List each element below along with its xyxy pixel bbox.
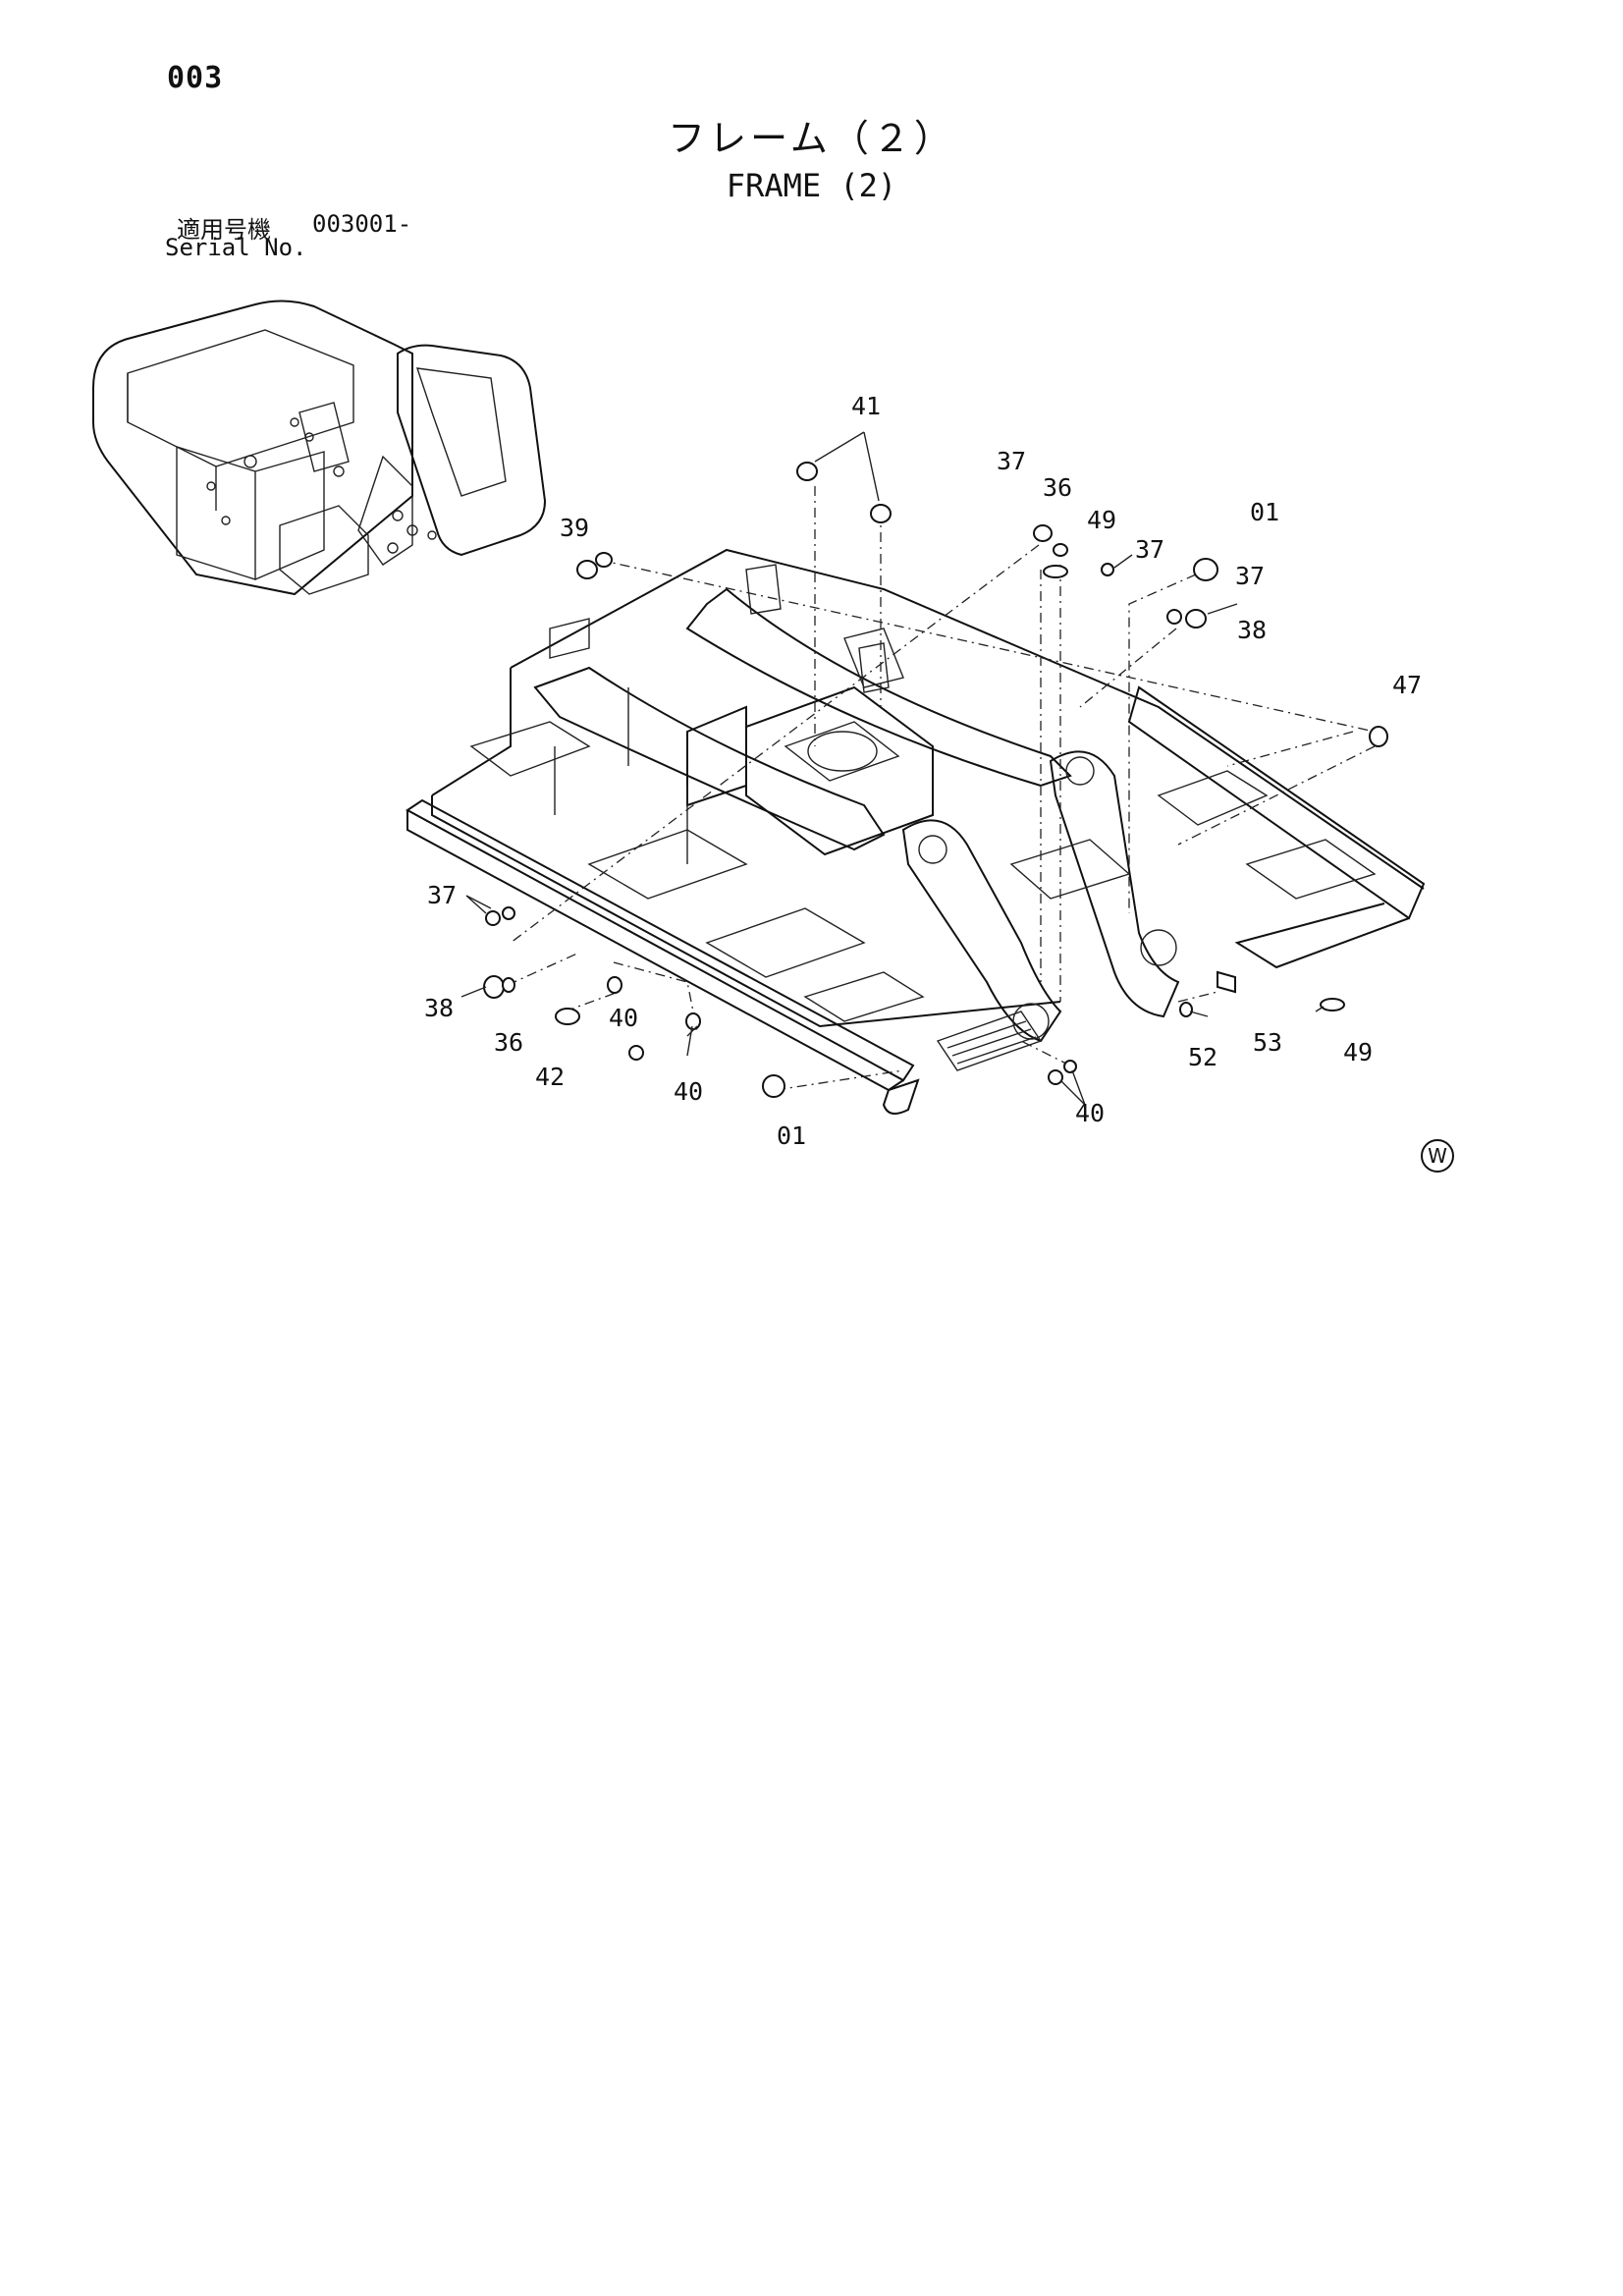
callout-labels: 41 37 36 49 37 01 37 38 39 47 37 38 36 4…: [424, 392, 1422, 1150]
callout-49-top: 49: [1087, 506, 1116, 534]
callout-36-top: 36: [1043, 473, 1072, 502]
serial-number-value: 003001-: [312, 210, 412, 238]
callout-38-left: 38: [424, 994, 454, 1022]
page-number: 003: [167, 61, 224, 95]
callout-41: 41: [851, 392, 881, 420]
callout-37-top: 37: [997, 447, 1026, 475]
machine-overview-illustration: [92, 300, 547, 596]
title-japanese: フレーム（２）: [668, 117, 955, 160]
leader-lines: [507, 486, 1376, 1091]
callout-01-bottom: 01: [777, 1121, 806, 1150]
callout-40-a: 40: [609, 1004, 638, 1032]
callout-01-top: 01: [1250, 498, 1279, 526]
callout-38-right: 38: [1237, 616, 1267, 644]
serial-label-english: Serial No.: [165, 234, 307, 261]
callout-52: 52: [1188, 1043, 1217, 1071]
callout-37-right: 37: [1235, 562, 1265, 590]
callout-39: 39: [560, 514, 589, 542]
callout-42: 42: [535, 1063, 565, 1091]
part-symbols: [483, 462, 1388, 1098]
upper-frame-drawing: [406, 548, 1426, 1115]
callout-36-left: 36: [494, 1028, 523, 1057]
callout-40-b: 40: [674, 1077, 703, 1106]
callout-pointers: [460, 431, 1325, 1106]
callout-37-left: 37: [427, 881, 457, 909]
callout-53: 53: [1253, 1028, 1282, 1057]
corner-mark-w: W: [1421, 1139, 1454, 1173]
callout-40-c: 40: [1075, 1099, 1105, 1127]
serial-label-japanese: 適用号機: [177, 216, 271, 244]
callout-37-mid: 37: [1135, 535, 1164, 564]
title-english: FRAME (2): [726, 167, 897, 204]
callout-47: 47: [1392, 671, 1422, 699]
callout-49-right: 49: [1343, 1038, 1373, 1066]
